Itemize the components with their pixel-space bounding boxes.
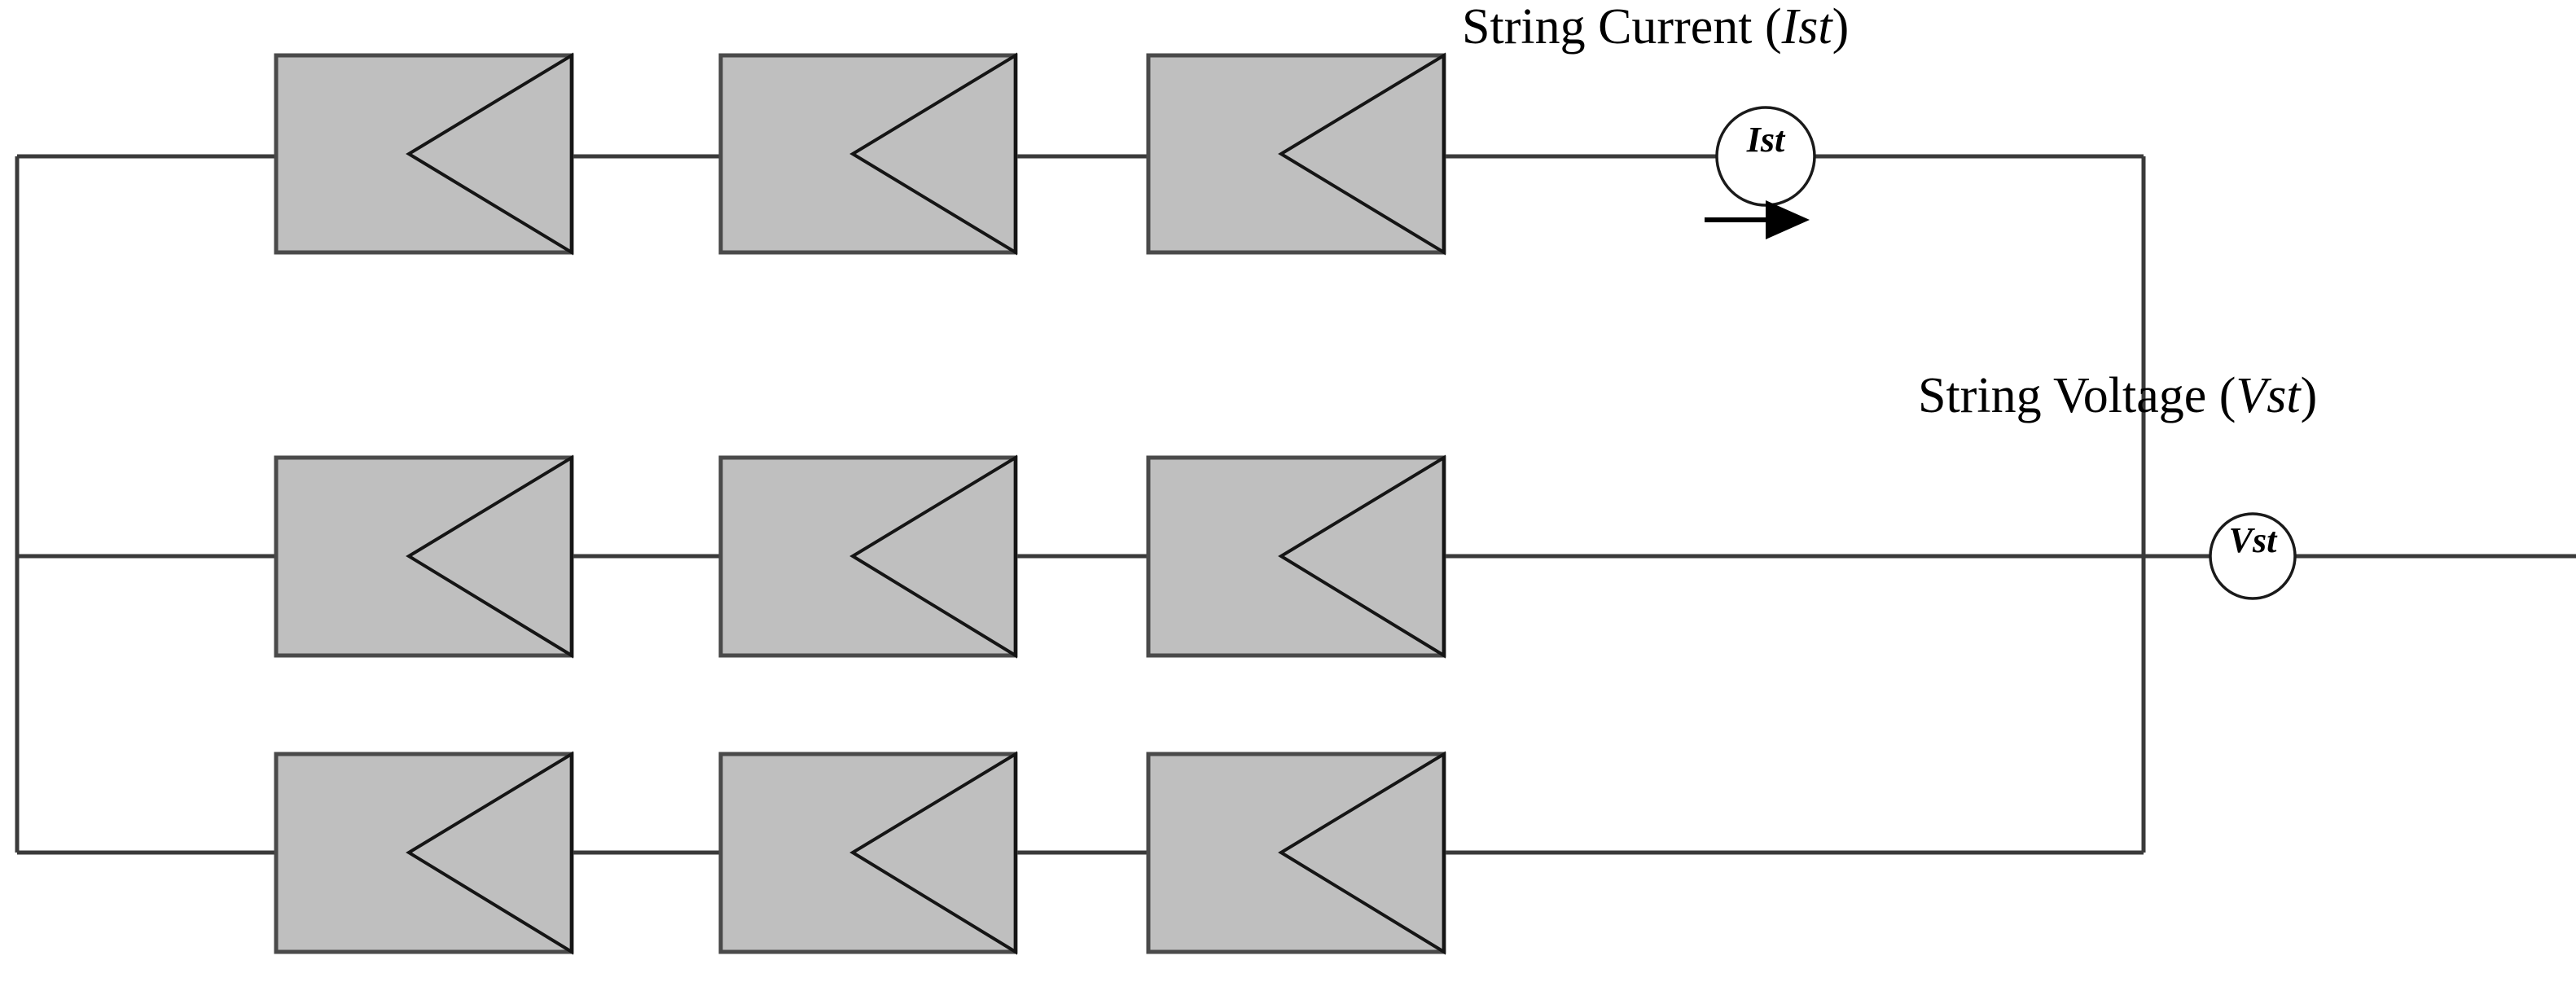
pv-module-3-2[interactable]: [718, 751, 1018, 955]
pv-module-2-3[interactable]: [1146, 454, 1446, 659]
pv-module-body: [1146, 53, 1446, 255]
string-voltage-suffix: ): [2300, 368, 2318, 423]
pv-module-body: [274, 752, 574, 954]
diode-triangle-icon: [849, 751, 1017, 955]
pv-module-body: [274, 455, 574, 658]
string-current-suffix: ): [1832, 0, 1850, 55]
pv-module-2-2[interactable]: [718, 454, 1018, 659]
pv-module-2-1[interactable]: [274, 454, 574, 659]
diode-triangle-icon: [406, 751, 573, 955]
diode-triangle-icon: [406, 454, 573, 659]
voltmeter-circle: [2209, 512, 2297, 600]
pv-module-1-2[interactable]: [718, 52, 1018, 256]
pv-module-body: [1146, 455, 1446, 658]
string-row-1: [17, 52, 2144, 256]
string-row-3: [17, 751, 2144, 955]
voltage-meter[interactable]: Vst: [2209, 512, 2297, 600]
diode-triangle-icon: [849, 52, 1017, 256]
current-arrow-head: [1766, 200, 1810, 239]
pv-module-body: [274, 53, 574, 255]
diode-triangle-icon: [849, 454, 1017, 659]
pv-module-1-1[interactable]: [274, 52, 574, 256]
pv-module-3-1[interactable]: [274, 751, 574, 955]
diode-triangle-icon: [1278, 454, 1446, 659]
voltmeter-label: Vst: [2229, 520, 2278, 560]
string-current-prefix: String Current (: [1462, 0, 1782, 55]
pv-module-body: [718, 752, 1018, 954]
diode-triangle-icon: [1278, 52, 1446, 256]
string-current-symbol: Ist: [1781, 0, 1832, 55]
diode-triangle-icon: [406, 52, 573, 256]
current-meter[interactable]: Ist: [1705, 106, 1816, 239]
string-voltage-symbol: Vst: [2236, 368, 2301, 423]
string-voltage-label: String Voltage (Vst): [1918, 370, 2317, 421]
string-current-label: String Current (Ist): [1462, 2, 1849, 52]
pv-module-3-3[interactable]: [1146, 751, 1446, 955]
string-voltage-prefix: String Voltage (: [1918, 368, 2236, 423]
pv-module-body: [1146, 752, 1446, 954]
diode-triangle-icon: [1278, 751, 1446, 955]
ammeter-label: Ist: [1746, 120, 1786, 160]
pv-module-body: [718, 455, 1018, 658]
pv-module-body: [718, 53, 1018, 255]
string-row-2: [17, 454, 2576, 659]
pv-module-1-3[interactable]: [1146, 52, 1446, 256]
